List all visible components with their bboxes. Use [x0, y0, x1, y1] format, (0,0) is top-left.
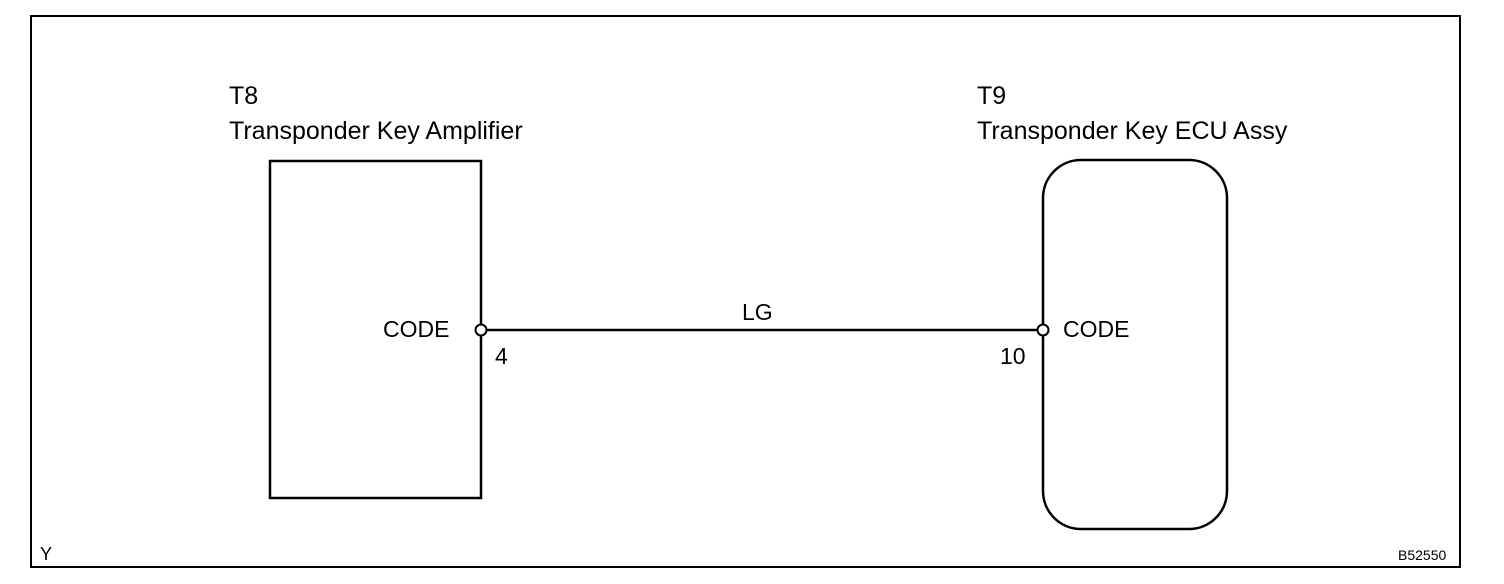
left-pin-name: CODE [383, 316, 450, 342]
transponder-key-ecu-box [1041, 158, 1229, 531]
right-component-name: Transponder Key ECU Assy [977, 117, 1288, 145]
left-pin-number: 4 [495, 343, 508, 369]
figure-id: B52550 [1398, 547, 1447, 563]
right-pin-number: 10 [1000, 343, 1026, 369]
right-component-code: T9 [977, 82, 1007, 110]
corner-label: Y [40, 544, 53, 564]
wire-color-label: LG [742, 299, 773, 325]
terminal-left-pin [474, 323, 488, 337]
left-component-code: T8 [229, 82, 259, 110]
terminal-right-pin [1036, 323, 1050, 337]
right-pin-name: CODE [1063, 316, 1130, 342]
diagram-frame [30, 15, 1461, 568]
left-component-name: Transponder Key Amplifier [229, 117, 523, 145]
